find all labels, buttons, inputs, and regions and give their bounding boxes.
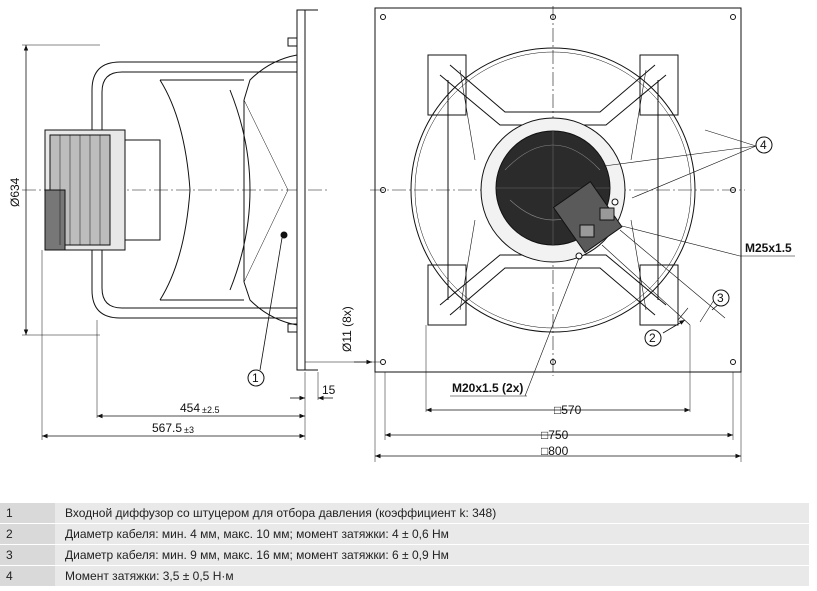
technical-drawing: Ø634 454 ±2.5 567.5 ±3 15 Ø11 (8x) 1 [8,6,795,462]
dim-holes: Ø11 (8x) [340,306,354,352]
legend-num: 1 [0,503,55,524]
dim-570: □570 [554,403,582,417]
callout-4: 4 [755,136,773,154]
legend-text: Момент затяжки: 3,5 ± 0,5 Н·м [55,565,809,587]
legend-row: 4 Момент затяжки: 3,5 ± 0,5 Н·м [0,565,809,587]
legend-num: 3 [0,544,55,566]
legend-num: 2 [0,523,55,545]
dim-diameter-634: Ø634 [8,177,22,207]
legend-table: 1 Входной диффузор со штуцером для отбор… [0,503,809,587]
legend-text: Входной диффузор со штуцером для отбора … [55,503,809,524]
svg-text:2: 2 [649,331,656,345]
legend-row: 3 Диаметр кабеля: мин. 9 мм, макс. 16 мм… [0,544,809,566]
callout-2: 2 [644,329,662,347]
legend-text: Диаметр кабеля: мин. 9 мм, макс. 16 мм; … [55,544,809,566]
svg-text:4: 4 [760,138,767,152]
legend-num: 4 [0,565,55,587]
dim-750: □750 [541,428,569,442]
label-m20: M20x1.5 (2x) [452,381,523,395]
front-view [370,6,745,376]
dim-800: □800 [541,444,569,458]
callout-3: 3 [712,289,730,307]
dim-15: 15 [322,383,336,397]
dim-454-tol: ±2.5 [202,405,219,415]
label-m25: M25x1.5 [745,241,792,255]
legend-text: Диаметр кабеля: мин. 4 мм, макс. 10 мм; … [55,523,809,545]
side-view [22,9,380,371]
legend-row: 1 Входной диффузор со штуцером для отбор… [0,503,809,524]
dim-567-tol: ±3 [184,425,194,435]
legend-row: 2 Диаметр кабеля: мин. 4 мм, макс. 10 мм… [0,523,809,545]
dim-567: 567.5 [152,421,182,435]
dim-454: 454 [180,401,200,415]
svg-text:3: 3 [717,291,724,305]
svg-text:1: 1 [252,371,259,385]
callout-1: 1 [247,237,283,387]
